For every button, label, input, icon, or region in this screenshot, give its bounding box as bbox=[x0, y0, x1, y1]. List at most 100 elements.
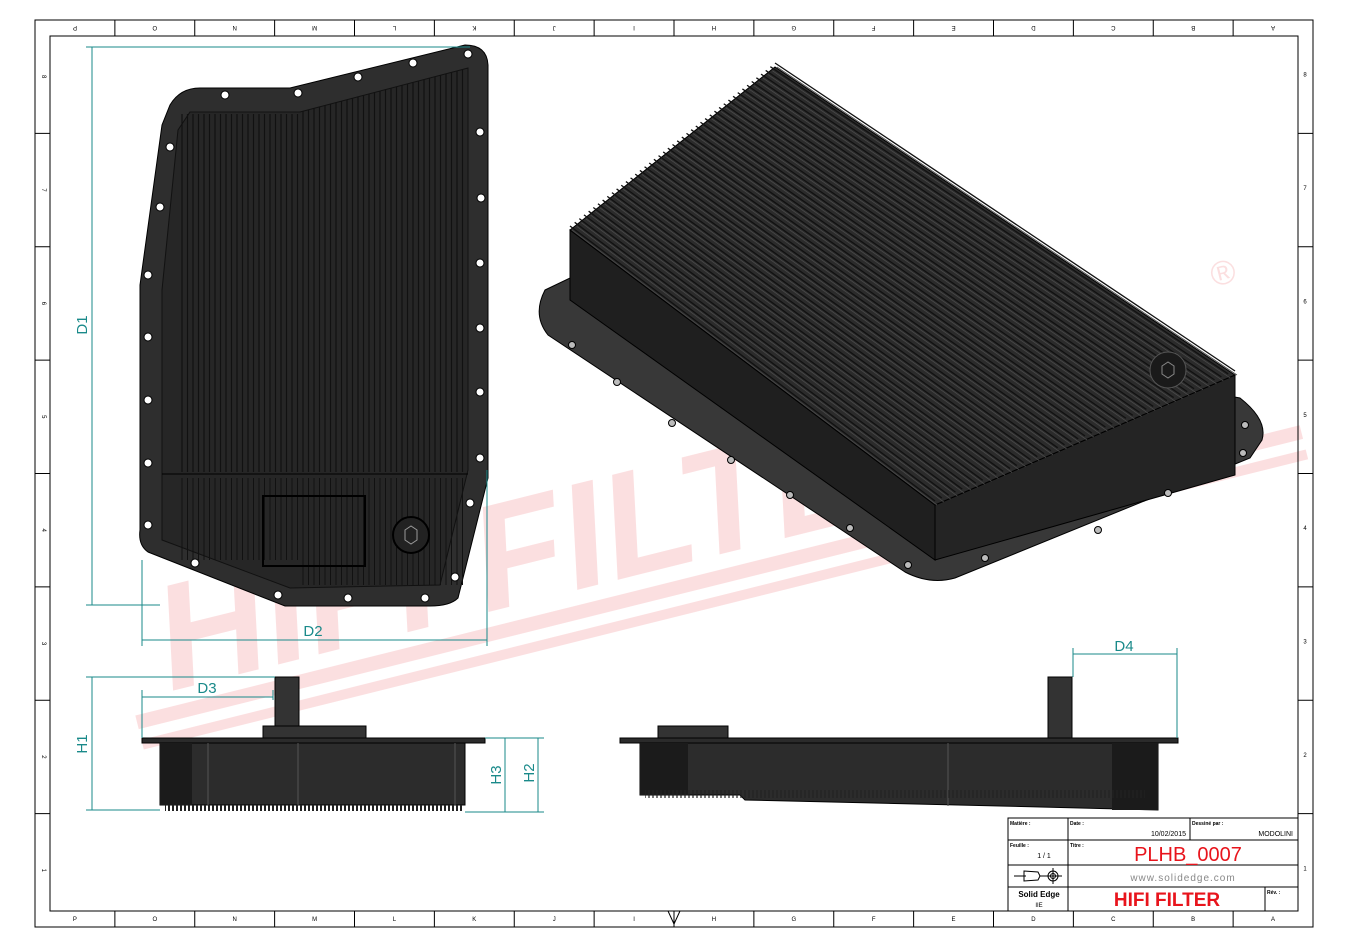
bolt-hole bbox=[568, 341, 576, 349]
registered-mark: ® bbox=[1206, 252, 1240, 295]
zone-label-bottom: J bbox=[553, 917, 556, 923]
bolt-hole bbox=[727, 456, 735, 464]
company-name: HIFI FILTER bbox=[1114, 890, 1221, 911]
sheet-center-marker bbox=[667, 910, 681, 926]
zone-label-top: A bbox=[1271, 24, 1275, 30]
zone-label-top: H bbox=[712, 24, 716, 30]
zone-label-top: K bbox=[472, 24, 476, 30]
title-label: Titre : bbox=[1070, 843, 1084, 849]
zone-label-bottom: M bbox=[312, 917, 317, 923]
dimension-h1: H1 bbox=[74, 734, 91, 753]
website-text: www.solidedge.com bbox=[1129, 873, 1235, 884]
bolt-hole bbox=[165, 142, 175, 152]
zone-label-bottom: G bbox=[791, 917, 796, 923]
projection-symbol-icon bbox=[1014, 868, 1062, 884]
bolt-hole bbox=[1241, 421, 1249, 429]
bolt-hole bbox=[465, 498, 475, 508]
title-block: Matière : Date : 10/02/2015 Dessiné par … bbox=[1007, 817, 1299, 912]
zone-label-right: 2 bbox=[1303, 753, 1307, 759]
zone-label-left: 4 bbox=[40, 529, 46, 533]
drawing-title: PLHB_0007 bbox=[1134, 844, 1242, 866]
bolt-hole bbox=[450, 572, 460, 582]
sheet-label: Feuille : bbox=[1010, 843, 1029, 849]
zone-label-top: C bbox=[1110, 24, 1115, 30]
bolt-hole bbox=[155, 202, 165, 212]
bolt-hole bbox=[143, 270, 153, 280]
zone-label-bottom: D bbox=[1031, 917, 1036, 923]
zone-label-left: 8 bbox=[40, 75, 46, 79]
zone-label-top: B bbox=[1191, 24, 1195, 30]
bolt-hole bbox=[293, 88, 303, 98]
zone-label-bottom: N bbox=[233, 917, 237, 923]
zone-label-bottom: F bbox=[872, 917, 876, 923]
bolt-hole bbox=[143, 332, 153, 342]
dimension-h2: H2 bbox=[521, 763, 538, 782]
zone-label-bottom: L bbox=[393, 917, 397, 923]
bolt-hole bbox=[408, 58, 418, 68]
isometric-view bbox=[538, 62, 1264, 581]
bolt-hole bbox=[475, 323, 485, 333]
date-value: 10/02/2015 bbox=[1151, 831, 1186, 838]
dimension-d3: D3 bbox=[197, 680, 216, 697]
zone-label-left: 6 bbox=[40, 302, 46, 306]
zone-label-top: M bbox=[312, 24, 317, 30]
bolt-hole bbox=[463, 49, 473, 59]
bolt-hole bbox=[220, 90, 230, 100]
bolt-hole bbox=[273, 590, 283, 600]
zone-label-bottom: E bbox=[952, 917, 956, 923]
bolt-hole bbox=[420, 593, 430, 603]
zone-label-bottom: C bbox=[1111, 917, 1116, 923]
bolt-hole bbox=[343, 593, 353, 603]
bolt-hole bbox=[1094, 526, 1102, 534]
zone-label-right: 8 bbox=[1303, 73, 1307, 79]
dimension-h3: H3 bbox=[488, 765, 505, 784]
zone-label-bottom: A bbox=[1271, 917, 1275, 923]
software-name: Solid Edge bbox=[1018, 890, 1060, 899]
zone-label-top: O bbox=[152, 24, 157, 30]
zone-label-bottom: K bbox=[472, 917, 476, 923]
zone-label-bottom: B bbox=[1191, 917, 1195, 923]
bolt-hole bbox=[668, 419, 676, 427]
bolt-hole bbox=[904, 561, 912, 569]
bolt-hole bbox=[981, 554, 989, 562]
date-label: Date : bbox=[1070, 821, 1084, 827]
bolt-hole bbox=[1239, 449, 1247, 457]
side-view-right bbox=[619, 676, 1179, 811]
zone-label-right: 7 bbox=[1303, 186, 1307, 192]
revision-label: Rév. : bbox=[1267, 890, 1281, 896]
bolt-hole bbox=[475, 258, 485, 268]
zone-label-bottom: H bbox=[712, 917, 716, 923]
drawn-by-label: Dessiné par : bbox=[1192, 821, 1224, 827]
dimension-d2: D2 bbox=[303, 623, 322, 640]
zone-label-top: L bbox=[392, 24, 396, 30]
side-view-left bbox=[141, 676, 486, 811]
zone-label-right: 5 bbox=[1303, 413, 1307, 419]
bolt-hole bbox=[613, 378, 621, 386]
dimension-d4: D4 bbox=[1114, 638, 1133, 655]
bolt-hole bbox=[846, 524, 854, 532]
zone-label-left: 2 bbox=[40, 755, 46, 759]
material-label: Matière : bbox=[1010, 821, 1031, 827]
sheet-value: 1 / 1 bbox=[1037, 853, 1051, 860]
zone-label-top: N bbox=[233, 24, 237, 30]
bolt-hole bbox=[190, 558, 200, 568]
bolt-hole bbox=[786, 491, 794, 499]
zone-label-top: D bbox=[1031, 24, 1036, 30]
dimensions bbox=[86, 46, 1178, 813]
zone-label-left: 1 bbox=[40, 869, 46, 873]
zone-label-left: 3 bbox=[40, 642, 46, 646]
drawn-by-value: MODOLINI bbox=[1258, 831, 1293, 838]
bolt-hole bbox=[143, 395, 153, 405]
zone-label-right: 1 bbox=[1303, 866, 1307, 872]
zone-label-left: 7 bbox=[40, 188, 46, 192]
zone-label-left: 5 bbox=[40, 415, 46, 419]
bolt-hole bbox=[143, 520, 153, 530]
bolt-hole bbox=[476, 193, 486, 203]
zone-label-right: 6 bbox=[1303, 299, 1307, 305]
bolt-hole bbox=[475, 127, 485, 137]
zone-label-top: F bbox=[872, 24, 876, 30]
zone-label-bottom: I bbox=[633, 917, 635, 923]
zone-label-top: E bbox=[952, 24, 956, 30]
